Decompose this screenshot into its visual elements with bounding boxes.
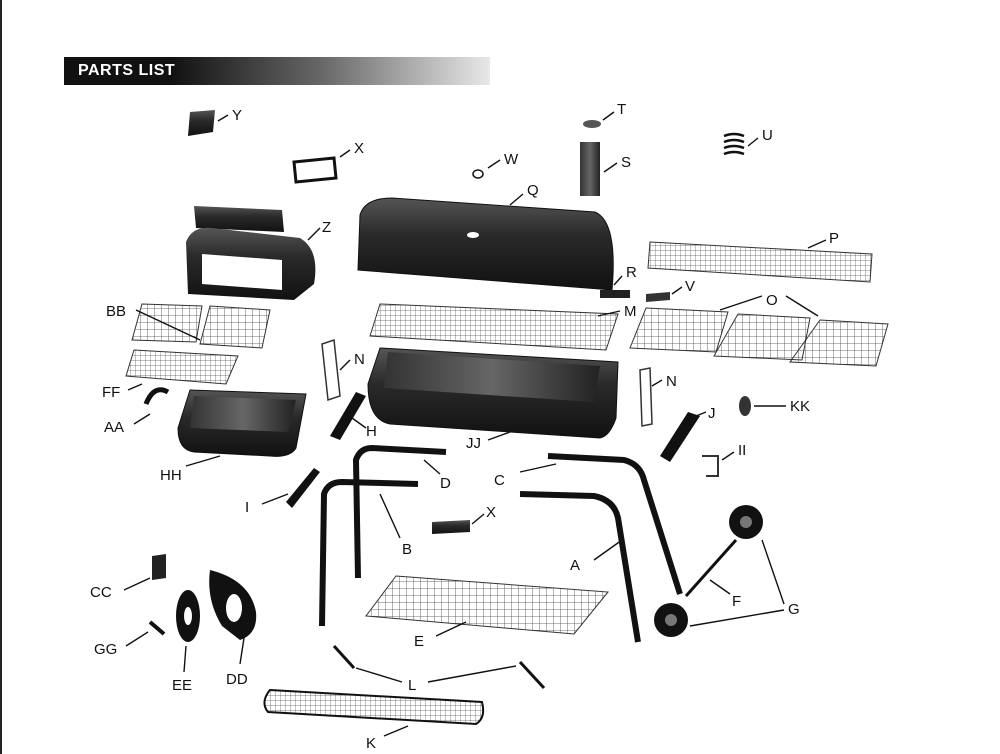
label-X-lower: X [486,504,496,521]
part-L-handles: L [332,644,546,694]
part-AA-handle: AA [104,387,170,436]
label-GG: GG [94,641,117,658]
part-C-leg: C [494,453,683,595]
part-V: V [646,278,695,302]
label-BB: BB [106,303,126,320]
part-F-axle: F [684,539,741,610]
part-KK: KK [739,396,810,416]
part-W: W [472,151,519,179]
label-W: W [504,151,519,168]
label-C: C [494,472,505,489]
part-A-leg: A [519,491,641,643]
label-J: JJ [466,435,481,452]
label-N-right: N [666,373,677,390]
label-O: O [766,292,778,309]
label-HH: HH [160,467,182,484]
page-title: PARTS LIST [78,62,176,79]
part-O-cooking-grates: O [629,292,889,367]
part-FF-ash-grate: FF [102,349,239,401]
page-left-border [0,0,2,754]
part-DD-firebox-end: DD [209,570,257,688]
label-S: S [621,154,631,171]
part-JJ: J [660,405,716,462]
part-I: I [245,468,320,516]
part-D-leg: D [352,444,451,579]
label-F: F [732,593,741,610]
label-P: P [829,230,839,247]
label-R: R [626,264,637,281]
part-X-bracket: X [432,504,496,534]
part-Y: Y [188,107,242,136]
part-T: T [583,101,626,128]
label-V: V [685,278,695,295]
part-GG: GG [94,620,166,658]
label-FF: FF [102,384,120,401]
part-II: II [702,442,746,477]
label-JJ: J [708,405,716,422]
part-EE-damper: EE [172,590,200,694]
part-B-leg: B [319,478,419,627]
label-AA: AA [104,419,124,436]
label-G: G [788,601,800,618]
label-X: X [354,140,364,157]
label-EE: EE [172,677,192,694]
label-N-left: N [354,351,365,368]
part-J-firebox-bowl: JJ [367,347,619,452]
label-K: K [366,735,376,752]
label-D: D [440,475,451,492]
label-E: E [414,633,424,650]
label-I: I [245,499,249,516]
part-G-wheels: G [654,505,800,637]
part-N-left-bracket: N [321,338,365,402]
label-H: H [366,423,377,440]
label-Q: Q [527,182,539,199]
part-S-chimney: S [580,142,631,196]
part-HH-side-firebox: HH [160,389,307,484]
label-B: B [402,541,412,558]
label-KK: KK [790,398,810,415]
label-II: II [738,442,746,459]
label-Z: Z [322,219,331,236]
part-K-front-shelf: K [263,688,485,752]
label-CC: CC [90,584,112,601]
part-R: R [600,264,637,298]
part-N-right-bracket: N [639,367,677,427]
part-Q-main-lid: Q [357,182,614,291]
part-BB-firebox-grates: BB [106,303,271,349]
label-Y: Y [232,107,242,124]
part-H: H [330,392,377,440]
label-DD: DD [226,671,248,688]
part-P-warming-rack: P [647,230,873,283]
part-X-handle: X [292,140,364,184]
label-U: U [762,127,773,144]
label-M: M [624,303,637,320]
part-M-charcoal-grate: M [369,303,637,351]
label-L: L [408,677,416,694]
label-T: T [617,101,626,118]
part-U-spring: U [723,127,773,156]
parts-list-header: PARTS LIST [64,57,490,85]
part-CC: CC [90,554,166,601]
part-Z-firebox-lid: Z [186,206,331,300]
label-A: A [570,557,580,574]
part-E-lower-shelf: E [365,575,609,650]
